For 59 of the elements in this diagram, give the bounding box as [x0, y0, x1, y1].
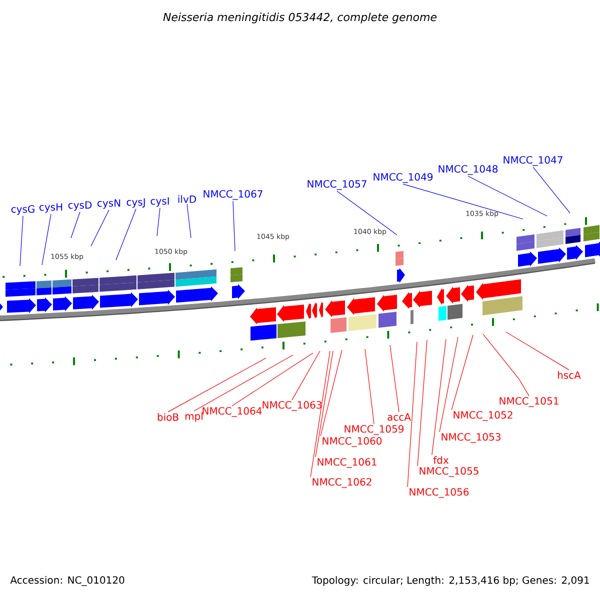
- leader-line: [451, 334, 474, 410]
- leader-line: [315, 350, 334, 458]
- leader-line: [232, 352, 314, 406]
- leader-line: [432, 338, 446, 456]
- footer-text: Topology: circular; Length: 2,153,416 bp; Genes: 2,091: [312, 576, 589, 586]
- gene-label: fdx: [433, 456, 449, 464]
- gene-label: cysN: [98, 199, 120, 209]
- gene-label: NMCC_1049: [374, 173, 433, 183]
- gene-label: ilvD: [178, 195, 196, 203]
- leader-line: [506, 332, 570, 370]
- leader-line: [407, 342, 418, 488]
- gene-label: NMCC_1047: [504, 156, 562, 166]
- leader-line: [292, 350, 320, 400]
- leader-line: [310, 350, 330, 478]
- gene-label: NMCC_1061: [318, 458, 376, 468]
- leader-line: [20, 216, 24, 266]
- leader-line: [116, 208, 136, 260]
- gene-label: bioB: [158, 413, 178, 421]
- gene-label: hscA: [558, 371, 581, 379]
- gene-label: NMCC_1057: [308, 180, 366, 190]
- gene-label: cysJ: [126, 198, 145, 208]
- title: Neisseria meningitidis 053442, complete genome: [163, 12, 437, 24]
- gene-label: NMCC_1062: [312, 478, 372, 488]
- leader-line: [364, 348, 374, 424]
- leader-line: [439, 336, 458, 432]
- leader-line: [70, 212, 80, 238]
- leader-line: [186, 204, 192, 238]
- footer-text: Accession: NC_010120: [10, 576, 124, 586]
- leader-line: [168, 358, 266, 412]
- gene-label: NMCC_1067: [204, 190, 262, 200]
- gene-label: cysI: [150, 197, 169, 207]
- gene-label: cysD: [68, 201, 92, 211]
- gene-label: NMCC_1064: [202, 407, 262, 417]
- leader-line: [417, 340, 428, 466]
- leader-line: [320, 350, 342, 436]
- gene-label: NMCC_1063: [262, 401, 322, 411]
- leader-line: [532, 166, 570, 214]
- leader-line: [336, 190, 398, 236]
- leader-line: [390, 344, 400, 412]
- gene-label: NMCC_1052: [454, 411, 512, 421]
- gene-label: NMCC_1059: [344, 425, 404, 435]
- leader-line: [402, 184, 524, 220]
- gene-label: accA: [388, 413, 411, 421]
- gene-label: mpl: [185, 412, 202, 422]
- gene-label: NMCC_1060: [322, 437, 382, 447]
- gene-label: NMCC_1056: [410, 488, 469, 498]
- gene-label: cysH: [39, 203, 62, 213]
- leader-line: [42, 214, 52, 266]
- leader-line: [232, 200, 236, 252]
- gene-label: NMCC_1048: [438, 165, 498, 175]
- gene-label: NMCC_1051: [500, 397, 558, 407]
- leader-line: [90, 210, 110, 246]
- leader-line: [482, 334, 530, 396]
- leader-line: [468, 176, 548, 216]
- leader-line: [194, 354, 294, 412]
- gene-label: NMCC_1055: [420, 467, 478, 477]
- leader-line: [156, 208, 160, 236]
- gene-label: cysG: [11, 205, 34, 215]
- gene-label: NMCC_1053: [442, 433, 500, 443]
